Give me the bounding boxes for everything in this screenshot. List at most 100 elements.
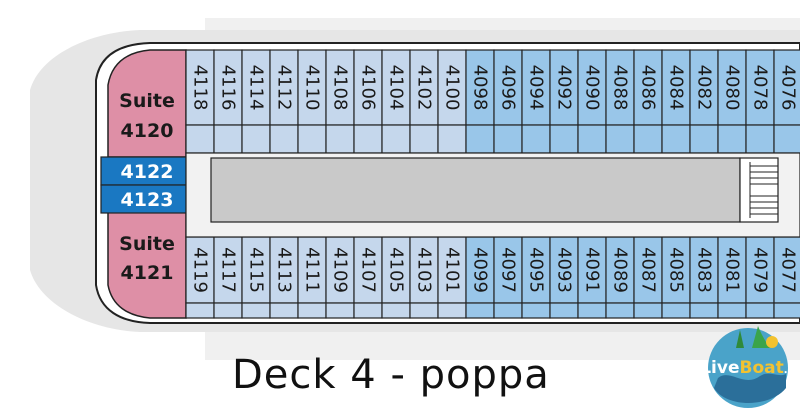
cabin-4090[interactable] bbox=[577, 49, 607, 126]
cabin-number-label: 4095 bbox=[526, 247, 547, 293]
cabin-number-label: 4076 bbox=[778, 65, 799, 111]
cabin-4104[interactable] bbox=[381, 49, 411, 126]
cabin-number-label: 4101 bbox=[442, 247, 463, 293]
cabin-4117[interactable] bbox=[213, 236, 243, 304]
cabin-4105[interactable] bbox=[381, 302, 411, 319]
cabin-4099[interactable] bbox=[465, 236, 495, 304]
cabin-4113[interactable] bbox=[269, 302, 299, 319]
cabin-4089[interactable] bbox=[605, 236, 635, 304]
central-core bbox=[210, 157, 741, 223]
cabin-number-label: 4091 bbox=[582, 247, 603, 293]
cabin-4123[interactable] bbox=[100, 184, 187, 214]
cabin-number-label: 4106 bbox=[358, 65, 379, 111]
cabin-4118[interactable] bbox=[185, 124, 215, 154]
cabin-4088[interactable] bbox=[605, 124, 635, 154]
liveboat-logo[interactable]: LiveBoat.it bbox=[700, 318, 796, 414]
cabin-4112[interactable] bbox=[269, 124, 299, 154]
cabin-4092[interactable] bbox=[549, 124, 579, 154]
cabin-number-label: 4108 bbox=[330, 65, 351, 111]
cabin-4109[interactable] bbox=[325, 302, 355, 319]
cabin-4084[interactable] bbox=[661, 49, 691, 126]
cabin-4078[interactable] bbox=[745, 49, 775, 126]
cabin-4107[interactable] bbox=[353, 302, 383, 319]
inside-cabin-label: 4122 bbox=[121, 161, 174, 183]
cabin-4076[interactable] bbox=[773, 124, 800, 154]
cabin-4101[interactable] bbox=[437, 302, 467, 319]
cabin-4119[interactable] bbox=[185, 302, 215, 319]
cabin-4116[interactable] bbox=[213, 124, 243, 154]
cabin-number-label: 4099 bbox=[470, 247, 491, 293]
cabin-4105[interactable] bbox=[381, 236, 411, 304]
cabin-4097[interactable] bbox=[493, 302, 523, 319]
cabin-4095[interactable] bbox=[521, 302, 551, 319]
cabin-4114[interactable] bbox=[241, 49, 271, 126]
cabin-4096[interactable] bbox=[493, 124, 523, 154]
cabin-4083[interactable] bbox=[689, 302, 719, 319]
stairwell bbox=[739, 157, 779, 223]
cabin-4078[interactable] bbox=[745, 124, 775, 154]
cabin-4102[interactable] bbox=[409, 124, 439, 154]
cabin-4097[interactable] bbox=[493, 236, 523, 304]
cabin-4085[interactable] bbox=[661, 236, 691, 304]
logo-text-live: Live bbox=[700, 358, 739, 378]
cabin-4099[interactable] bbox=[465, 302, 495, 319]
cabin-4106[interactable] bbox=[353, 124, 383, 154]
cabin-number-label: 4105 bbox=[386, 247, 407, 293]
cabin-4108[interactable] bbox=[325, 124, 355, 154]
cabin-number-label: 4098 bbox=[470, 65, 491, 111]
cabin-4117[interactable] bbox=[213, 302, 243, 319]
cabin-4082[interactable] bbox=[689, 124, 719, 154]
cabin-4079[interactable] bbox=[745, 302, 775, 319]
cabin-4103[interactable] bbox=[409, 302, 439, 319]
cabin-number-label: 4107 bbox=[358, 247, 379, 293]
cabin-number-label: 4109 bbox=[330, 247, 351, 293]
cabin-4090[interactable] bbox=[577, 124, 607, 154]
cabin-4110[interactable] bbox=[297, 124, 327, 154]
cabin-4085[interactable] bbox=[661, 302, 691, 319]
cabin-4080[interactable] bbox=[717, 49, 747, 126]
suite-area-lower bbox=[107, 211, 187, 319]
cabin-4092[interactable] bbox=[549, 49, 579, 126]
cabin-4115[interactable] bbox=[241, 302, 271, 319]
cabin-4086[interactable] bbox=[633, 124, 663, 154]
cabin-number-label: 4083 bbox=[694, 247, 715, 293]
cabin-4080[interactable] bbox=[717, 124, 747, 154]
cabin-4094[interactable] bbox=[521, 124, 551, 154]
cabin-4096[interactable] bbox=[493, 49, 523, 126]
cabin-4094[interactable] bbox=[521, 49, 551, 126]
cabin-4109[interactable] bbox=[325, 236, 355, 304]
cabin-4081[interactable] bbox=[717, 302, 747, 319]
cabin-4093[interactable] bbox=[549, 302, 579, 319]
cabin-4116[interactable] bbox=[213, 49, 243, 126]
cabin-number-label: 4084 bbox=[666, 65, 687, 111]
cabin-4111[interactable] bbox=[297, 302, 327, 319]
cabin-number-label: 4113 bbox=[274, 247, 295, 293]
suite-number: 4121 bbox=[121, 262, 174, 284]
cabin-4077[interactable] bbox=[773, 236, 800, 304]
cabin-number-label: 4094 bbox=[526, 65, 547, 111]
cabin-number-label: 4118 bbox=[190, 65, 211, 111]
cabin-4089[interactable] bbox=[605, 302, 635, 319]
cabin-4100[interactable] bbox=[437, 124, 467, 154]
suite-label: Suite bbox=[119, 90, 175, 112]
suite-area-upper bbox=[107, 49, 187, 158]
cabin-4102[interactable] bbox=[409, 49, 439, 126]
cabin-number-label: 4119 bbox=[190, 247, 211, 293]
cabin-4101[interactable] bbox=[437, 236, 467, 304]
cabin-4098[interactable] bbox=[465, 124, 495, 154]
cabin-number-label: 4082 bbox=[694, 65, 715, 111]
svg-text:LiveBoat.it: LiveBoat.it bbox=[700, 358, 796, 378]
cabin-4087[interactable] bbox=[633, 302, 663, 319]
cabin-4091[interactable] bbox=[577, 302, 607, 319]
cabin-4081[interactable] bbox=[717, 236, 747, 304]
deck-title: Deck 4 - poppa bbox=[232, 352, 550, 398]
cabin-number-label: 4078 bbox=[750, 65, 771, 111]
cabin-4084[interactable] bbox=[661, 124, 691, 154]
cabin-4113[interactable] bbox=[269, 236, 299, 304]
cabin-4104[interactable] bbox=[381, 124, 411, 154]
cabin-number-label: 4080 bbox=[722, 65, 743, 111]
cabin-4114[interactable] bbox=[241, 124, 271, 154]
cabin-number-label: 4089 bbox=[610, 247, 631, 293]
cabin-4077[interactable] bbox=[773, 302, 800, 319]
